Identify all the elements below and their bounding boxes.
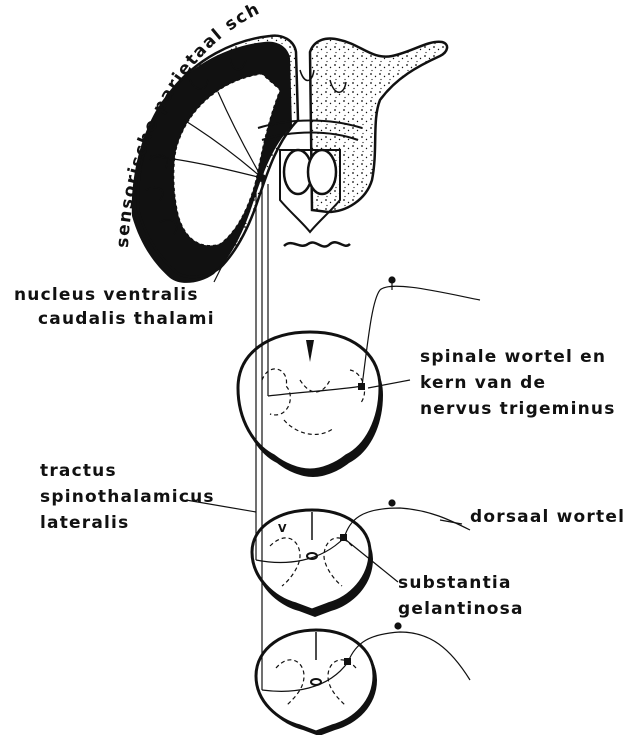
tract-label-line2: spinothalamicus (40, 486, 215, 508)
substantia-label-line2: gelantinosa (398, 598, 524, 620)
medulla-section (238, 332, 383, 477)
thalamus-label-line1: nucleus ventralis (14, 284, 199, 306)
trigeminus-label-line2: kern van de (420, 372, 546, 394)
trigeminus-label-line3: nervus trigeminus (420, 398, 616, 420)
tract-label-line1: tractus (40, 460, 117, 482)
trigeminus-label-line1: spinale wortel en (420, 346, 606, 368)
thalamus-label-line2: caudalis thalami (38, 308, 215, 330)
dorsal-root-label: dorsaal wortel (470, 506, 625, 528)
thalamus-right (308, 150, 336, 194)
segment-marker: V (278, 522, 287, 535)
tract-label-line3: lateralis (40, 512, 129, 534)
spinal-section-upper: V (252, 510, 373, 617)
substantia-label-line1: substantia (398, 572, 512, 594)
brainstem-edge (284, 242, 350, 246)
